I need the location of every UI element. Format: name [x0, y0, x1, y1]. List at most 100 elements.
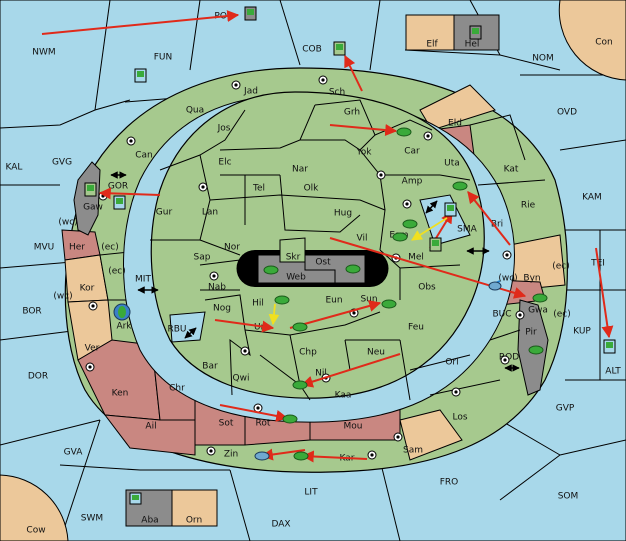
- label-kam: KAM: [582, 193, 602, 203]
- fleet-unit-icon[interactable]: [134, 68, 147, 83]
- territory-ost[interactable]: [304, 254, 366, 284]
- label-kat: Kat: [504, 165, 519, 175]
- label-mit: MIT: [135, 275, 151, 285]
- label-nom: NOM: [532, 54, 554, 64]
- label-rbu: RBU: [167, 325, 186, 335]
- army-unit-icon[interactable]: [402, 219, 418, 229]
- label-los: Los: [452, 413, 467, 423]
- label-uta: Uta: [444, 159, 460, 169]
- fleet-unit-icon[interactable]: [603, 339, 616, 354]
- label-eun: Eun: [325, 296, 342, 306]
- supply-center-icon: [500, 355, 510, 365]
- territory-sam[interactable]: [399, 409, 463, 461]
- label-her: Her: [69, 243, 85, 253]
- label-vil: Vil: [357, 234, 368, 244]
- fleet-unit-icon[interactable]: [113, 195, 126, 210]
- supply-center-icon: [393, 432, 403, 442]
- fleet-unit-icon[interactable]: [129, 492, 142, 505]
- label-hel: Hel: [465, 40, 480, 50]
- supply-center-icon: [198, 182, 208, 192]
- label-cow: Cow: [26, 526, 45, 536]
- army-unit-icon[interactable]: [292, 322, 308, 332]
- label-obs: Obs: [418, 283, 436, 293]
- army-unit-icon[interactable]: [293, 451, 309, 461]
- label-grh: Grh: [344, 108, 360, 118]
- label-eld: Eld: [448, 119, 462, 129]
- army-unit-icon[interactable]: [274, 295, 290, 305]
- fleet-unit-icon[interactable]: [429, 237, 442, 252]
- label-mel: Mel: [408, 253, 424, 263]
- army-unit-icon[interactable]: [381, 299, 397, 309]
- label-sam: Sam: [403, 446, 423, 456]
- label-fun: FUN: [154, 53, 173, 63]
- supply-center-icon: [367, 450, 377, 460]
- army-unit-icon[interactable]: [488, 281, 502, 291]
- supply-center-icon: [502, 250, 512, 260]
- fleet-unit-icon[interactable]: [333, 41, 346, 56]
- label-feu: Feu: [408, 323, 424, 333]
- territory-elf[interactable]: [405, 14, 455, 51]
- label-jad: Jad: [243, 87, 258, 97]
- supply-center-icon: [206, 446, 216, 456]
- label-kaa: Kaa: [335, 391, 352, 401]
- label-wc1: (wc): [58, 218, 77, 228]
- label-hug: Hug: [334, 209, 352, 219]
- territory-gaw[interactable]: [73, 161, 101, 236]
- label-hil: Hil: [252, 299, 264, 309]
- army-unit-icon[interactable]: [532, 293, 548, 303]
- territory-cow[interactable]: [0, 474, 69, 541]
- supply-center-icon: [402, 199, 412, 209]
- label-olk: Olk: [304, 184, 320, 194]
- army-unit-icon[interactable]: [528, 345, 544, 355]
- label-orl: Orl: [445, 358, 458, 368]
- label-chr: Chr: [169, 384, 185, 394]
- fleet-unit-icon[interactable]: [444, 202, 457, 217]
- label-wc3: (wc): [498, 274, 517, 284]
- globe-icon: [113, 303, 131, 321]
- label-nil: Nil: [315, 369, 327, 379]
- territory-orn[interactable]: [171, 489, 218, 527]
- label-qua: Qua: [186, 106, 204, 116]
- label-nar: Nar: [292, 165, 308, 175]
- supply-centers: [85, 75, 525, 460]
- supply-center-icon: [126, 136, 136, 146]
- label-ark: Ark: [116, 322, 132, 332]
- territory-hel[interactable]: [453, 14, 500, 51]
- army-unit-icon[interactable]: [452, 181, 468, 191]
- supply-center-icon: [88, 301, 98, 311]
- label-con: Con: [595, 38, 613, 48]
- label-yok: Yok: [355, 148, 372, 158]
- fleet-unit-icon[interactable]: [244, 6, 257, 21]
- fleet-unit-icon[interactable]: [469, 25, 482, 40]
- label-ost: Ost: [315, 258, 331, 268]
- label-tel: Tel: [252, 184, 265, 194]
- label-rod: ROD: [499, 353, 519, 363]
- label-zin: Zin: [224, 450, 238, 460]
- label-som: SOM: [558, 492, 579, 502]
- label-gur: Gur: [156, 208, 173, 218]
- label-rot: Rot: [256, 419, 271, 429]
- label-swm: SWM: [81, 514, 103, 524]
- army-unit-icon[interactable]: [254, 451, 270, 461]
- supply-center-icon: [376, 170, 386, 180]
- label-rie: Rie: [521, 201, 536, 211]
- label-gvg: GVG: [52, 158, 72, 168]
- army-unit-icon[interactable]: [282, 414, 298, 424]
- supply-center-icon: [209, 271, 219, 281]
- label-amp: Amp: [402, 177, 423, 187]
- label-lit: LIT: [304, 488, 318, 498]
- label-gaw: Gaw: [83, 203, 103, 213]
- label-bri: Bri: [491, 220, 503, 230]
- label-sma: SMA: [457, 225, 477, 235]
- army-unit-icon[interactable]: [396, 127, 412, 137]
- label-aba: Aba: [141, 516, 158, 526]
- label-gor: GOR: [108, 182, 128, 192]
- army-unit-icon[interactable]: [392, 232, 408, 242]
- army-unit-icon[interactable]: [263, 265, 279, 275]
- label-kup: KUP: [573, 327, 591, 337]
- territory-con[interactable]: [558, 0, 626, 81]
- army-unit-icon[interactable]: [292, 380, 308, 390]
- label-can: Can: [135, 151, 153, 161]
- fleet-unit-icon[interactable]: [84, 182, 97, 197]
- army-unit-icon[interactable]: [345, 264, 361, 274]
